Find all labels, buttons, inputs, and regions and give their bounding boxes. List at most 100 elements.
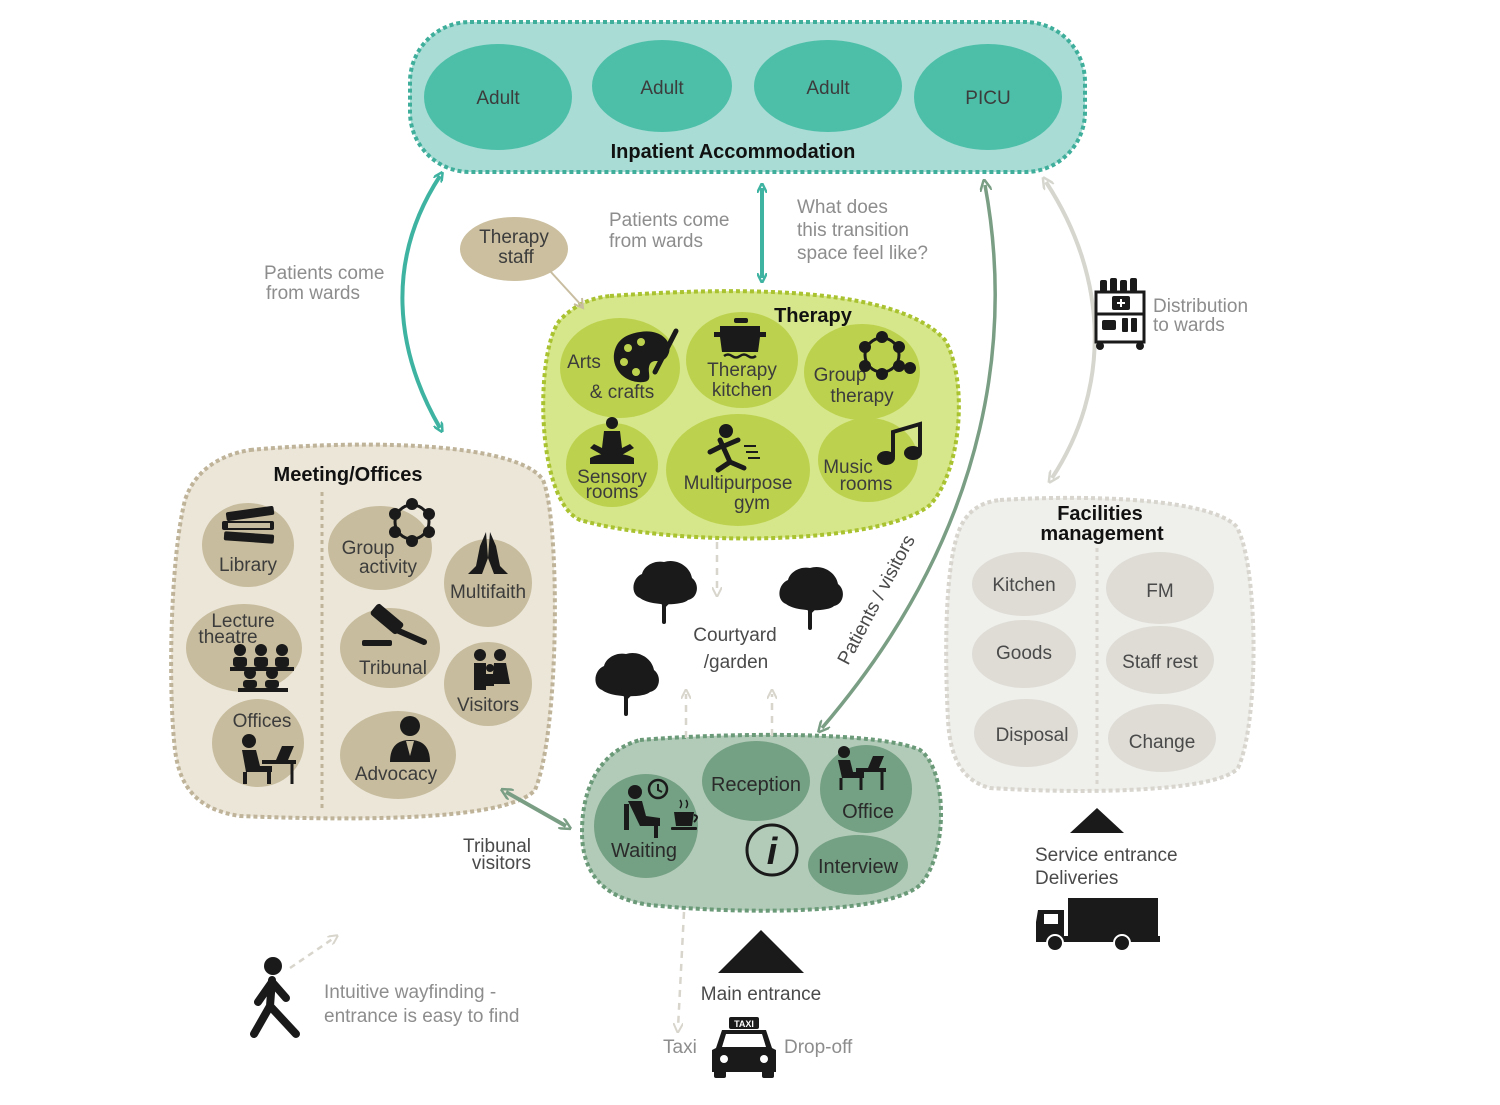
therapy-room-label: kitchen	[712, 380, 772, 401]
courtyard-label: /garden	[704, 652, 768, 673]
distribution-to-wards: Distribution	[1153, 296, 1248, 317]
inpatient-room-adult-1	[424, 44, 572, 150]
meeting-room-multifaith	[444, 539, 532, 627]
wayfinding-label: Intuitive wayfinding -	[324, 982, 496, 1003]
facilities-room-label: Disposal	[996, 725, 1069, 746]
wayfinding-label: entrance is easy to find	[324, 1006, 519, 1027]
meeting-room-offices	[212, 699, 304, 787]
transition-space-question: space feel like?	[797, 243, 928, 264]
facilities-room-disposal	[974, 699, 1078, 767]
arrow-wayfinding	[289, 938, 334, 970]
facilities-zone-title: management	[1040, 523, 1164, 545]
therapy-room-label: Arts	[567, 352, 601, 373]
meeting-room-label: Visitors	[457, 695, 519, 716]
arrow-patients-visitors	[822, 185, 997, 728]
tree-icon	[595, 652, 659, 716]
therapy-staff-label: staff	[498, 247, 534, 268]
courtyard-label: Courtyard	[693, 625, 776, 646]
meeting-room-label: Lecture	[211, 611, 274, 632]
transition-space-question: this transition	[797, 220, 909, 241]
entrance-icons: TAXI	[250, 278, 1160, 1078]
therapy-room-label: Sensory	[577, 467, 647, 488]
meeting-room-label: theatre	[198, 627, 257, 648]
patients-come-from-wards-center: from wards	[609, 231, 703, 252]
therapy-staff-bubble: Therapy staff	[460, 217, 585, 310]
meeting-zone-title: Meeting/Offices	[274, 464, 423, 486]
desk-worker-icon	[838, 746, 886, 790]
taxi-label: Taxi	[663, 1037, 697, 1058]
facilities-room-label: Goods	[996, 643, 1052, 664]
service-entrance-label: Service entrance	[1035, 845, 1178, 866]
reception-zone: Waiting Reception Office Interview	[579, 732, 943, 913]
therapy-room-sensory	[566, 423, 658, 507]
books-icon	[222, 505, 275, 544]
reception-room-interview	[808, 835, 908, 895]
meditation-icon	[590, 417, 634, 464]
info-icon: i	[745, 823, 799, 877]
meeting-zone: Meeting/Offices Library Lecture theatre …	[169, 442, 557, 821]
patients-come-from-wards-left: from wards	[266, 283, 360, 304]
tree-icon	[633, 560, 697, 624]
therapy-staff-label: Therapy	[479, 227, 549, 248]
meeting-room-group-activity	[328, 506, 432, 590]
facilities-room-fm	[1106, 552, 1214, 624]
transition-space-question: What does	[797, 197, 888, 218]
family-icon	[474, 649, 510, 690]
therapy-room-label: therapy	[830, 386, 894, 407]
praying-hands-icon	[468, 532, 508, 574]
inpatient-room-label: PICU	[965, 88, 1010, 109]
delivery-truck-icon	[1036, 898, 1160, 952]
walking-person-icon	[250, 957, 300, 1038]
facilities-room-staff-rest	[1106, 626, 1214, 694]
group-circle-icon	[389, 498, 435, 547]
palette-icon	[613, 328, 679, 383]
main-entrance-label: Main entrance	[701, 984, 821, 1005]
inpatient-zone-outline	[408, 20, 1087, 174]
therapy-room-label: & crafts	[590, 382, 654, 403]
therapy-room-label: gym	[734, 493, 770, 514]
meeting-room-label: Group	[342, 538, 395, 559]
service-entrance-label: Deliveries	[1035, 868, 1118, 889]
therapy-room-label: Multipurpose	[684, 473, 793, 494]
therapy-staff-arrow	[549, 270, 583, 307]
cooking-pot-icon	[714, 318, 766, 359]
therapy-room-label: Group	[814, 365, 867, 386]
taxi-icon: TAXI	[712, 1017, 776, 1078]
arrow-wards-meeting	[400, 176, 440, 428]
arrow-reception-taxi	[678, 911, 686, 1028]
desk-worker-icon	[242, 734, 296, 784]
advocate-person-icon	[390, 716, 430, 762]
tribunal-visitors-label: visitors	[472, 853, 531, 874]
meeting-room-label: Advocacy	[355, 764, 438, 785]
service-entrance-triangle-icon	[1070, 808, 1124, 833]
reception-room-label: Interview	[818, 856, 899, 878]
distribution-to-wards: to wards	[1153, 315, 1225, 336]
info-symbol: i	[767, 831, 779, 873]
therapy-room-label: Therapy	[707, 360, 777, 381]
inpatient-room-adult-2	[592, 40, 732, 132]
medical-trolley-icon	[1094, 278, 1146, 350]
inpatient-zone-title: Inpatient Accommodation	[611, 141, 856, 163]
waiting-chair-icon	[624, 778, 698, 838]
therapy-staff-node	[460, 217, 568, 281]
facilities-room-label: Staff rest	[1122, 652, 1198, 673]
reception-room-label: Reception	[711, 774, 801, 796]
gavel-icon	[362, 603, 427, 646]
patients-visitors-label: Patients / visitors	[834, 532, 920, 669]
facilities-room-change	[1108, 704, 1216, 772]
dropoff-label: Drop-off	[784, 1037, 853, 1058]
therapy-zone-title: Therapy	[774, 305, 853, 327]
main-entrance-triangle-icon	[718, 930, 804, 973]
arrow-distribution	[1046, 182, 1097, 478]
therapy-room-label: rooms	[586, 482, 639, 503]
taxi-sign-text: TAXI	[734, 1019, 754, 1029]
meeting-room-label: Multifaith	[450, 582, 526, 603]
meeting-room-tribunal	[340, 608, 440, 688]
running-person-icon	[707, 424, 760, 473]
inpatient-zone: Adult Adult Adult PICU Inpatient Accommo…	[408, 20, 1087, 174]
tree-icon	[779, 566, 843, 630]
therapy-room-label: rooms	[840, 474, 893, 495]
patients-come-from-wards-center: Patients come	[609, 210, 729, 231]
inpatient-room-picu	[914, 44, 1062, 150]
facilities-zone-title: Facilities	[1057, 503, 1143, 525]
